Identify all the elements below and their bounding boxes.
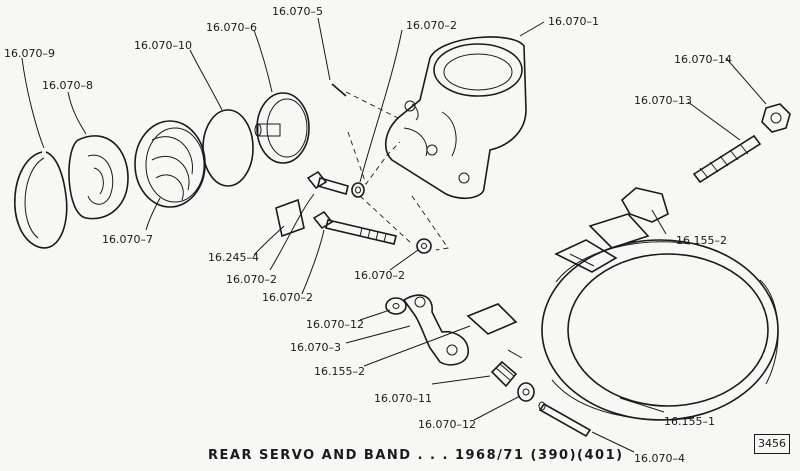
washer-part [351, 182, 365, 198]
label-16-155-2-left: 16.155–2 [314, 365, 365, 378]
label-16-070-2-c: 16.070–2 [354, 269, 405, 282]
adjusting-screw-part [692, 134, 762, 184]
label-16-070-10: 16.070–10 [134, 39, 192, 52]
label-16-070-3: 16.070–3 [290, 341, 341, 354]
strut-upper-part [620, 187, 669, 223]
label-16-070-14: 16.070–14 [674, 53, 732, 66]
brake-band-part [541, 213, 779, 421]
servo-piston-part [254, 92, 310, 164]
label-16-070-6: 16.070–6 [206, 21, 257, 34]
plate-part [275, 198, 305, 238]
washer-part [416, 238, 432, 254]
pin-part [331, 83, 347, 97]
label-16-155-1: 16.155–1 [664, 415, 715, 428]
label-16-070-12-bottom: 16.070–12 [418, 418, 476, 431]
label-16-070-11: 16.070–11 [374, 392, 432, 405]
label-16-070-2-a: 16.070–2 [226, 273, 277, 286]
label-16-070-7: 16.070–7 [102, 233, 153, 246]
diagram-caption: REAR SERVO AND BAND . . . 1968/71 (390)(… [208, 448, 624, 463]
band-pin-part [538, 401, 592, 438]
apply-lever-part [402, 294, 469, 366]
label-16-070-13: 16.070–13 [634, 94, 692, 107]
label-16-070-4: 16.070–4 [634, 452, 685, 465]
alignment-line [411, 195, 449, 251]
label-16-070-8: 16.070–8 [42, 79, 93, 92]
label-16-155-2-right: 16.155–2 [676, 234, 727, 247]
pin-washer-part [517, 382, 535, 402]
alignment-line [359, 195, 413, 245]
label-16-070-12-top: 16.070–12 [306, 318, 364, 331]
seal-ring-part [202, 109, 254, 187]
page-number-box: 3456 [754, 434, 790, 454]
alignment-line [347, 131, 401, 185]
servo-housing-part [385, 36, 527, 200]
spring-part [134, 120, 206, 208]
label-16-070-9: 16.070–9 [4, 47, 55, 60]
label-16-070-1: 16.070–1 [548, 15, 599, 28]
strut-lower-part [466, 303, 518, 335]
nut-part [761, 103, 791, 133]
snap-ring-part [14, 151, 68, 249]
leader-lines [21, 17, 767, 453]
short-bolt-part [306, 170, 349, 195]
label-16-070-2-top: 16.070–2 [406, 19, 457, 32]
roller-part [490, 349, 523, 388]
label-16-070-2-b: 16.070–2 [262, 291, 313, 304]
lever-washer-part [385, 297, 407, 315]
alignment-line [345, 91, 399, 119]
label-16-070-5: 16.070–5 [272, 5, 323, 18]
long-bolt-part [312, 210, 397, 245]
label-16-245-4: 16.245–4 [208, 251, 259, 264]
piston-cover-part [68, 135, 129, 220]
